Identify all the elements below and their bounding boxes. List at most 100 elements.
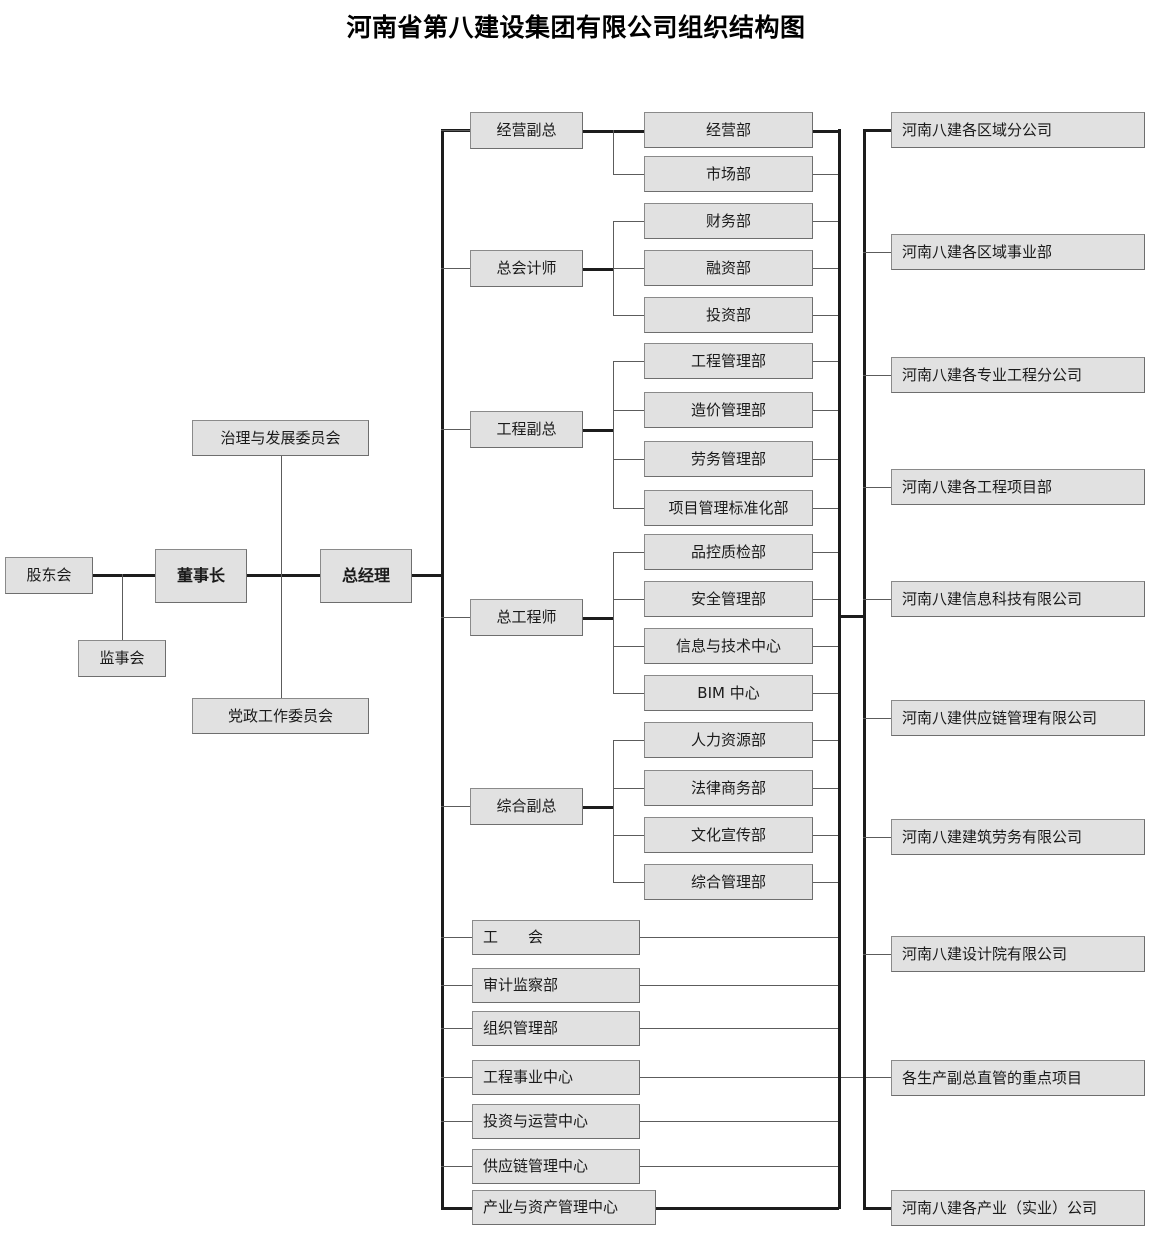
tail-direct-1 <box>640 985 839 986</box>
box-center-2[interactable]: 供应链管理中心 <box>472 1149 640 1184</box>
box-exec-2[interactable]: 工程副总 <box>470 411 583 448</box>
box-subsidiary-9[interactable]: 河南八建各产业（实业）公司 <box>891 1190 1145 1226</box>
bracket-exec-3-arm-2 <box>613 646 645 647</box>
box-party-committee[interactable]: 党政工作委员会 <box>192 698 369 734</box>
tail-dept-2-2 <box>813 459 839 460</box>
box-dept-2-0[interactable]: 工程管理部 <box>644 343 813 379</box>
bracket-exec-3-arm-3 <box>613 693 645 694</box>
tail-dept-3-2 <box>813 646 839 647</box>
tail-center-0 <box>640 1077 892 1078</box>
tail-direct-2 <box>640 1028 839 1029</box>
bracket-exec-4-arm-2 <box>613 835 645 836</box>
tail-dept-0-0 <box>813 130 839 133</box>
connector-bus-direct-1 <box>441 985 473 986</box>
tail-dept-4-1 <box>813 788 839 789</box>
box-subsidiary-2[interactable]: 河南八建各专业工程分公司 <box>891 357 1145 393</box>
connector-supervisors-stem <box>122 574 123 640</box>
box-subsidiary-6[interactable]: 河南八建建筑劳务有限公司 <box>891 819 1145 855</box>
bracket-exec-3-arm-1 <box>613 599 645 600</box>
bus-bottom-cap <box>441 1207 472 1210</box>
box-dept-3-1[interactable]: 安全管理部 <box>644 581 813 617</box>
box-exec-3[interactable]: 总工程师 <box>470 599 583 636</box>
bracket-exec-2-arm-2 <box>613 459 645 460</box>
box-dept-4-1[interactable]: 法律商务部 <box>644 770 813 806</box>
tail-dept-0-1 <box>813 174 839 175</box>
feed-subsidiary-2 <box>863 375 892 376</box>
bracket-exec-1-arm-0 <box>613 221 645 222</box>
box-dept-3-2[interactable]: 信息与技术中心 <box>644 628 813 664</box>
box-general-manager[interactable]: 总经理 <box>320 549 412 603</box>
collector-vertical-bus <box>838 129 841 1209</box>
connector-exec-1-out <box>583 268 613 271</box>
tail-dept-1-1 <box>813 268 839 269</box>
box-dept-3-3[interactable]: BIM 中心 <box>644 675 813 711</box>
connector-bus-center-2 <box>441 1166 473 1167</box>
box-chairman[interactable]: 董事长 <box>155 549 247 603</box>
box-dept-2-1[interactable]: 造价管理部 <box>644 392 813 428</box>
tail-dept-1-2 <box>813 315 839 316</box>
connector-bus-exec-4 <box>441 806 471 807</box>
box-direct-unit-1[interactable]: 审计监察部 <box>472 968 640 1003</box>
subsidiary-bus-top-cap <box>863 129 892 132</box>
box-exec-0[interactable]: 经营副总 <box>470 112 583 149</box>
box-direct-unit-0[interactable]: 工 会 <box>472 920 640 955</box>
bus-link-collector-subsidiary <box>838 615 866 618</box>
box-exec-1[interactable]: 总会计师 <box>470 250 583 287</box>
box-direct-unit-2[interactable]: 组织管理部 <box>472 1011 640 1046</box>
bracket-exec-2 <box>613 361 614 508</box>
box-governance-committee[interactable]: 治理与发展委员会 <box>192 420 369 456</box>
connector-exec-0-out <box>583 130 645 133</box>
connector-exec-2-out <box>583 429 613 432</box>
bracket-exec-0-arm-1 <box>613 174 645 175</box>
box-shareholders[interactable]: 股东会 <box>5 557 93 594</box>
box-supervisors[interactable]: 监事会 <box>78 640 166 677</box>
box-center-3[interactable]: 产业与资产管理中心 <box>472 1190 656 1225</box>
box-dept-1-2[interactable]: 投资部 <box>644 297 813 333</box>
box-subsidiary-5[interactable]: 河南八建供应链管理有限公司 <box>891 700 1145 736</box>
bracket-exec-1-arm-2 <box>613 315 645 316</box>
tail-dept-3-1 <box>813 599 839 600</box>
tail-dept-2-3 <box>813 508 839 509</box>
bracket-exec-4-arm-1 <box>613 788 645 789</box>
box-subsidiary-8[interactable]: 各生产副总直管的重点项目 <box>891 1060 1145 1096</box>
connector-shareholders-chairman <box>93 574 155 577</box>
connector-bus-exec-2 <box>441 429 471 430</box>
connector-bus-exec-3 <box>441 617 471 618</box>
bracket-exec-0 <box>613 130 614 174</box>
feed-subsidiary-7 <box>863 954 892 955</box>
box-center-0[interactable]: 工程事业中心 <box>472 1060 640 1095</box>
box-dept-4-0[interactable]: 人力资源部 <box>644 722 813 758</box>
page-title: 河南省第八建设集团有限公司组织结构图 <box>346 13 806 42</box>
box-subsidiary-3[interactable]: 河南八建各工程项目部 <box>891 469 1145 505</box>
subsidiary-bus-bottom-cap <box>863 1207 892 1210</box>
tail-dept-3-0 <box>813 552 839 553</box>
bracket-exec-3 <box>613 552 614 693</box>
box-dept-4-2[interactable]: 文化宣传部 <box>644 817 813 853</box>
connector-committees-vertical <box>281 456 282 698</box>
connector-gm-to-bus <box>412 574 443 577</box>
tail-dept-2-1 <box>813 410 839 411</box>
box-dept-1-0[interactable]: 财务部 <box>644 203 813 239</box>
box-dept-3-0[interactable]: 品控质检部 <box>644 534 813 570</box>
box-dept-4-3[interactable]: 综合管理部 <box>644 864 813 900</box>
box-dept-2-3[interactable]: 项目管理标准化部 <box>644 490 813 526</box>
connector-bus-direct-0 <box>441 937 473 938</box>
box-center-1[interactable]: 投资与运营中心 <box>472 1104 640 1139</box>
box-dept-0-0[interactable]: 经营部 <box>644 112 813 148</box>
box-subsidiary-4[interactable]: 河南八建信息科技有限公司 <box>891 581 1145 617</box>
box-subsidiary-7[interactable]: 河南八建设计院有限公司 <box>891 936 1145 972</box>
tail-center-1 <box>640 1121 839 1122</box>
connector-bus-direct-2 <box>441 1028 473 1029</box>
box-subsidiary-1[interactable]: 河南八建各区域事业部 <box>891 234 1145 270</box>
box-exec-4[interactable]: 综合副总 <box>470 788 583 825</box>
connector-chairman-gm <box>247 574 320 577</box>
box-dept-1-1[interactable]: 融资部 <box>644 250 813 286</box>
box-subsidiary-0[interactable]: 河南八建各区域分公司 <box>891 112 1145 148</box>
tail-center-3 <box>656 1207 839 1210</box>
box-dept-0-1[interactable]: 市场部 <box>644 156 813 192</box>
tail-direct-0 <box>640 937 839 938</box>
box-dept-2-2[interactable]: 劳务管理部 <box>644 441 813 477</box>
bracket-exec-4 <box>613 740 614 882</box>
tail-dept-4-3 <box>813 882 839 883</box>
